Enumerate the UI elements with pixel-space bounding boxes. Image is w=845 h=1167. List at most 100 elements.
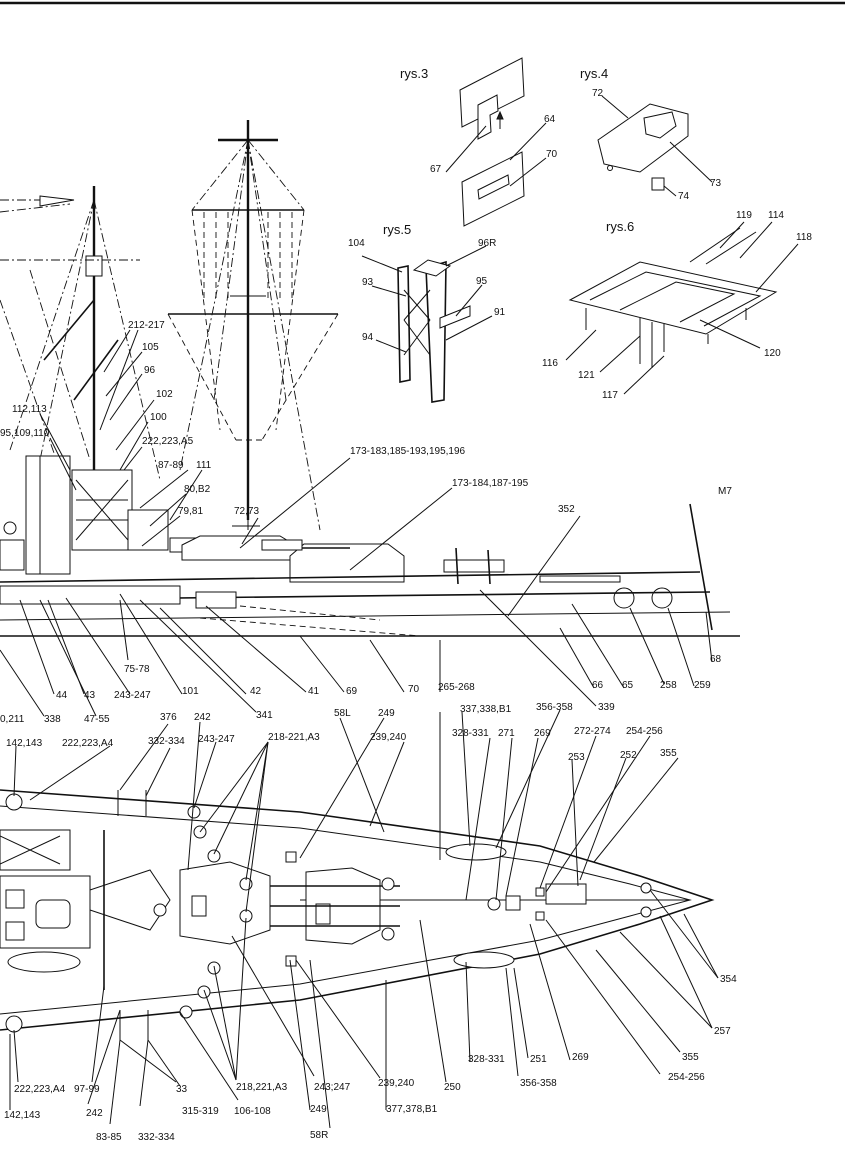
leader-104	[361, 255, 403, 273]
label-47-55: 47-55	[84, 714, 110, 725]
vent-1	[187, 805, 201, 819]
label-243-247-plan: 243-247	[198, 734, 235, 745]
ldr-87	[139, 469, 189, 509]
stay-c	[213, 139, 249, 401]
part-plate-95	[439, 305, 471, 329]
pl-332	[145, 747, 171, 797]
label-93: 93	[362, 277, 374, 288]
pl-328b	[465, 961, 471, 1063]
platform-inner	[589, 271, 762, 327]
fore-stay-2	[0, 203, 71, 213]
label-258: 258	[660, 680, 677, 691]
pl-356b	[505, 967, 519, 1077]
ldr-102	[115, 399, 155, 451]
brace-4	[403, 319, 431, 356]
turret-hatch-2	[315, 903, 331, 925]
leader-117	[623, 355, 665, 395]
label-74: 74	[678, 191, 690, 202]
pl-142	[13, 745, 17, 797]
funnel	[25, 455, 71, 575]
fairlead-2	[640, 906, 652, 918]
davits	[455, 547, 491, 585]
label-355-bottom: 355	[682, 1052, 699, 1063]
stay-b	[247, 139, 305, 211]
label-356-358-bottom: 356-358	[520, 1078, 557, 1089]
label-104: 104	[348, 238, 365, 249]
boat-plan-1	[445, 843, 507, 861]
label-272-274: 272-274	[574, 726, 611, 737]
turret-main	[289, 543, 405, 583]
leader-95	[455, 284, 483, 317]
capstan-plate	[545, 883, 587, 905]
side-labels: 212-217 105 96 102 100 112,113 95,109,11…	[0, 320, 732, 725]
platform-deck	[568, 261, 778, 335]
label-328-331-bottom: 328-331	[468, 1054, 505, 1065]
ldr-339	[479, 589, 597, 707]
label-0-211: 0,211	[0, 714, 25, 725]
label-251: 251	[530, 1054, 547, 1065]
label-96R: 96R	[478, 238, 496, 249]
label-101: 101	[182, 686, 199, 697]
label-70: 70	[546, 149, 558, 160]
label-69: 69	[346, 686, 358, 697]
fig-4-parts: rys.4 72 73 74	[580, 66, 722, 202]
label-354: 354	[720, 974, 737, 985]
vent-6	[179, 1005, 193, 1019]
side-elevation: 212-217 105 96 102 100 112,113 95,109,11…	[0, 120, 740, 725]
ldr-101	[119, 593, 183, 695]
label-328-331-top: 328-331	[452, 728, 489, 739]
boat	[443, 559, 505, 573]
pl-242	[187, 721, 201, 871]
label-338: 338	[44, 714, 61, 725]
stem-M7	[689, 503, 713, 631]
leader-67	[445, 125, 487, 173]
label-265-268: 265-268	[438, 682, 475, 693]
label-42: 42	[250, 686, 262, 697]
leader-120	[699, 319, 761, 349]
pl-355	[593, 757, 679, 863]
pl-242b	[87, 1009, 121, 1105]
pl-250	[419, 919, 447, 1083]
label-120: 120	[764, 348, 781, 359]
ventilator	[153, 903, 167, 917]
label-222-223-A5: 222,223,A5	[142, 436, 194, 447]
fig-5-parts: rys.5 104 96R 93 95 91 94	[348, 222, 506, 403]
fig-4-title: rys.4	[580, 66, 608, 81]
pl-218f	[213, 965, 237, 1081]
pl-239b	[295, 959, 381, 1079]
pl-254b	[545, 919, 661, 1075]
pl-251	[513, 967, 529, 1059]
label-95: 95	[476, 276, 488, 287]
label-218-221-A3: 218-221,A3	[268, 732, 320, 743]
pl-218e	[203, 989, 237, 1081]
anchor-258	[613, 587, 635, 609]
hull-plan	[0, 789, 715, 1040]
label-239-240-top: 239,240	[370, 732, 407, 743]
pl-254	[545, 735, 651, 893]
vent-5	[197, 985, 211, 999]
label-87-89: 87-89	[158, 460, 184, 471]
pl-83	[109, 1039, 121, 1125]
label-44: 44	[56, 690, 68, 701]
deck-house-plan	[89, 869, 171, 931]
label-249-bottom: 249	[310, 1104, 327, 1115]
fore-stay-6	[0, 299, 61, 471]
leader-94	[375, 339, 407, 353]
label-121: 121	[578, 370, 595, 381]
label-377-378-B1: 377,378,B1	[386, 1104, 438, 1115]
label-64: 64	[544, 114, 556, 125]
anchor-259	[651, 587, 673, 609]
ldr-258	[629, 607, 665, 685]
label-106-108: 106-108	[234, 1106, 271, 1117]
boat-plan-3	[7, 951, 81, 973]
searchlight-plan-1	[5, 793, 23, 811]
ldr-75	[119, 599, 129, 661]
ldr-96	[109, 373, 143, 421]
derrick	[43, 299, 95, 361]
label-243-247-bottom: 243;247	[314, 1082, 351, 1093]
vent-3	[207, 849, 221, 863]
label-83-85: 83-85	[96, 1132, 122, 1143]
pl-218c	[245, 741, 269, 881]
brace-r2	[275, 209, 305, 431]
